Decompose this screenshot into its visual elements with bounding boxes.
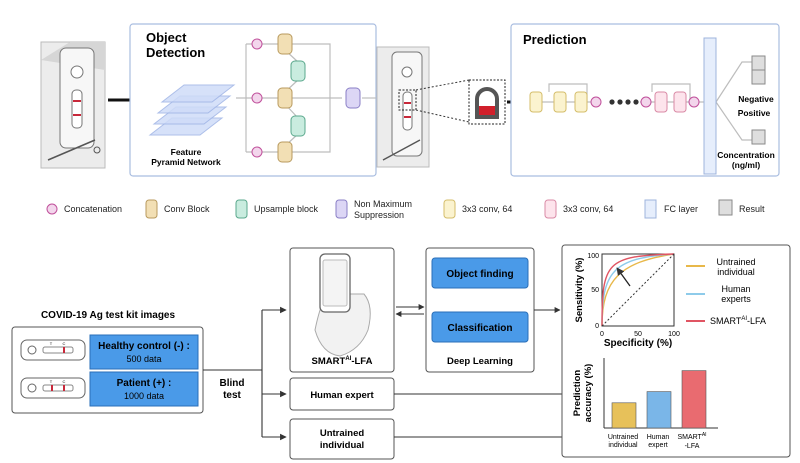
roc-ytick-100: 100 (587, 253, 599, 260)
object-finding-label: Object finding (446, 269, 513, 280)
untrained-individual-box: Untrained individual (289, 418, 395, 460)
kit-images-box: T C Healthy control (-) : 500 data T C P… (11, 326, 204, 414)
conv-yellow-legend-icon (443, 199, 456, 219)
result-legend-icon (718, 199, 733, 216)
acc-xlabel-human-1: Human (647, 434, 670, 441)
results-panel (561, 244, 791, 458)
roc-ytick-0: 0 (595, 323, 599, 330)
legend: Concatenation Conv Block Upsample block … (46, 199, 765, 220)
roc-improvement-arrow (616, 267, 631, 287)
blind-test-label-1: Blind (220, 378, 245, 389)
negative-label: Negative (738, 94, 774, 104)
legend-label-fc: FC layer (664, 204, 698, 214)
legend-label-nms-1: Non Maximum (354, 199, 412, 209)
concatenation-legend-icon (46, 203, 58, 215)
healthy-control-count: 500 data (126, 354, 161, 364)
positive-label: Positive (738, 108, 771, 118)
patient-label: Patient (+) : (117, 378, 172, 389)
concentration-label-1: Concentration (717, 150, 775, 160)
roc-curve-smart (601, 253, 675, 327)
roc-legend-smart: SMARTAI-LFA (710, 316, 766, 326)
smart-lfa-label: SMARTAI-LFA (312, 356, 373, 367)
roc-legend-untrained-2: individual (717, 267, 755, 277)
patient-strip-c-mark: C (63, 379, 66, 384)
legend-label-nms-2: Suppression (354, 210, 404, 220)
nms-legend-icon (335, 199, 348, 219)
fpn-label-2: Pyramid Network (151, 157, 221, 167)
legend-label-result: Result (739, 204, 765, 214)
roc-ylabel: Sensitivity (%) (574, 258, 585, 323)
prediction-title: Prediction (523, 32, 587, 47)
acc-xlabel-smart-1: SMARTAI (677, 432, 706, 441)
legend-label-conv-yellow: 3x3 conv, 64 (462, 204, 512, 214)
classification-box (431, 311, 529, 343)
healthy-strip-t-mark: T (50, 341, 53, 346)
roc-ytick-50: 50 (591, 287, 599, 294)
acc-xlabel-untrained-1: Untrained (608, 434, 638, 441)
upsample-legend-icon (235, 199, 248, 219)
roc-legend-human-1: Human (721, 284, 750, 294)
legend-label-upsample: Upsample block (254, 204, 319, 214)
deep-learning-box: Object finding Classification Deep Learn… (425, 247, 535, 373)
legend-label-conv-pink: 3x3 conv, 64 (563, 204, 613, 214)
legend-label-concatenation: Concatenation (64, 204, 122, 214)
smartphone-hand-icon (314, 253, 371, 357)
acc-bar-human (646, 391, 672, 429)
legend-label-conv: Conv Block (164, 204, 210, 214)
patient-count: 1000 data (124, 391, 164, 401)
untrained-label-2: individual (320, 440, 364, 451)
blind-test-connectors (203, 306, 287, 441)
human-expert-label: Human expert (310, 390, 374, 401)
roc-xtick-100: 100 (668, 331, 680, 338)
roc-chart: 100 50 0 0 50 100 Specificity (%) Sensit… (574, 253, 766, 349)
classification-label: Classification (447, 323, 512, 334)
healthy-control-label: Healthy control (-) : (98, 341, 190, 352)
acc-bar-untrained (611, 402, 637, 429)
patient-strip-icon: T C (20, 377, 86, 399)
deep-learning-label: Deep Learning (447, 356, 513, 367)
prediction-panel: Prediction Negative Posi (510, 23, 780, 177)
object-detection-title-2: Detection (146, 45, 205, 60)
fc-layer-legend-icon (644, 199, 657, 219)
accuracy-bar-chart: Prediction accuracy (%) Untrained indivi… (572, 358, 718, 450)
blind-test-label-2: test (223, 390, 241, 401)
human-expert-box: Human expert (289, 377, 395, 411)
test-kit-photo-2 (376, 46, 430, 168)
acc-xlabel-untrained-2: individual (608, 442, 638, 449)
kit-images-title: COVID-19 Ag test kit images (41, 310, 176, 321)
healthy-strip-icon: T C (20, 339, 86, 361)
conv-block-legend-icon (145, 199, 158, 219)
object-detection-title-1: Object (146, 30, 187, 45)
patient-strip-t-mark: T (50, 379, 53, 384)
roc-legend-human-2: experts (721, 294, 751, 304)
acc-xlabel-human-2: expert (648, 442, 668, 449)
feature-pyramid-icon (148, 84, 236, 136)
untrained-label-1: Untrained (320, 428, 365, 439)
fpn-label-1: Feature (171, 147, 202, 157)
acc-ylabel-2: accuracy (%) (583, 364, 594, 423)
roc-diagonal (601, 253, 675, 327)
acc-bar-smart (681, 370, 707, 429)
roc-legend-untrained-1: Untrained (716, 257, 755, 267)
object-detection-panel: Object Detection Feature Pyramid Network (129, 23, 377, 177)
test-kit-photo-1 (40, 41, 106, 169)
object-finding-box (431, 257, 529, 289)
healthy-strip-c-mark: C (63, 341, 66, 346)
roc-xtick-0: 0 (600, 331, 604, 338)
smart-lfa-box: SMARTAI-LFA (289, 247, 395, 373)
zoomed-strip-window (415, 79, 506, 125)
acc-xlabel-smart-2: -LFA (685, 443, 700, 450)
conv-pink-legend-icon (544, 199, 557, 219)
roc-xlabel: Specificity (%) (604, 338, 672, 349)
acc-ylabel-1: Prediction (572, 370, 583, 417)
concentration-label-2: (ng/ml) (732, 160, 760, 170)
roc-xtick-50: 50 (634, 331, 642, 338)
